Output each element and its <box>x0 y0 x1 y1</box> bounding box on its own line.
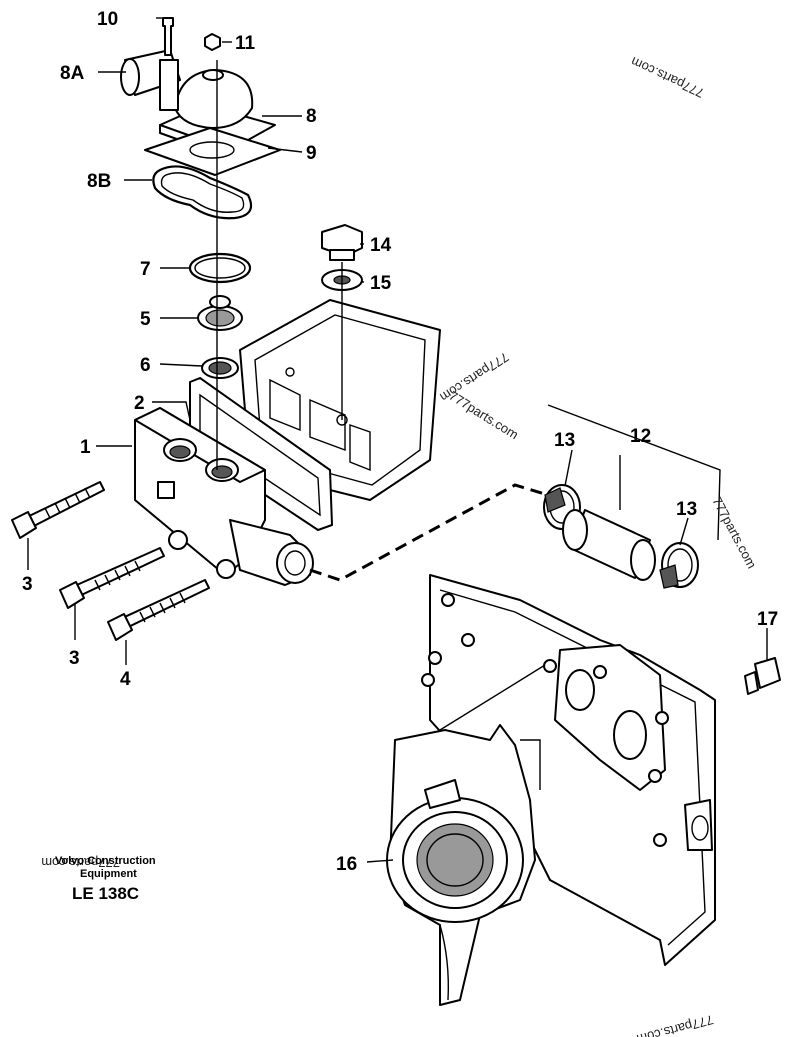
callout-17: 17 <box>757 609 778 630</box>
callout-6: 6 <box>140 355 151 376</box>
callout-9: 9 <box>306 143 317 164</box>
caption-code: LE 138C <box>72 884 139 903</box>
callout-4: 4 <box>120 669 131 690</box>
sealing-ring-figure8 <box>152 165 253 220</box>
callout-1: 1 <box>80 437 91 458</box>
hose <box>562 509 656 581</box>
callout-7: 7 <box>140 259 151 280</box>
watermark: 777parts.com <box>635 1012 715 1037</box>
plug <box>321 224 363 261</box>
callout-13-left: 13 <box>554 430 575 451</box>
caption-maker-line2: Equipment <box>80 868 137 880</box>
water-pump <box>386 664 546 1006</box>
callout-12: 12 <box>630 426 651 447</box>
watermark: 777parts.com <box>446 388 521 442</box>
callout-8a: 8A <box>60 63 85 84</box>
bolt-middle <box>59 547 165 609</box>
thermostat-housing <box>134 407 314 586</box>
callout-8: 8 <box>306 106 317 127</box>
connection-path <box>309 483 549 582</box>
callout-3-lower: 3 <box>69 648 80 669</box>
temperature-sensor <box>744 657 781 695</box>
callout-11: 11 <box>235 33 256 54</box>
callout-10: 10 <box>97 9 118 30</box>
watermark: 777parts.com <box>41 855 120 870</box>
callout-8b: 8B <box>87 171 111 192</box>
watermark: 777parts.com <box>709 494 759 571</box>
cover-nut <box>204 33 221 51</box>
cover-bolt <box>162 17 174 56</box>
thermostat-cover <box>120 49 281 176</box>
callout-2: 2 <box>134 393 145 414</box>
callout-3-upper: 3 <box>22 574 33 595</box>
caption-maker-line1: Volvo Construction <box>55 855 156 867</box>
hose-clamp <box>659 542 699 589</box>
callout-5: 5 <box>140 309 151 330</box>
callout-14: 14 <box>370 235 392 256</box>
bolt-long <box>11 481 105 539</box>
watermark: 777parts.com <box>629 54 707 101</box>
callout-15: 15 <box>370 273 392 294</box>
callout-16: 16 <box>336 854 357 875</box>
callout-13-right: 13 <box>676 499 697 520</box>
thermostat <box>197 295 243 331</box>
bolt-short <box>107 579 210 641</box>
